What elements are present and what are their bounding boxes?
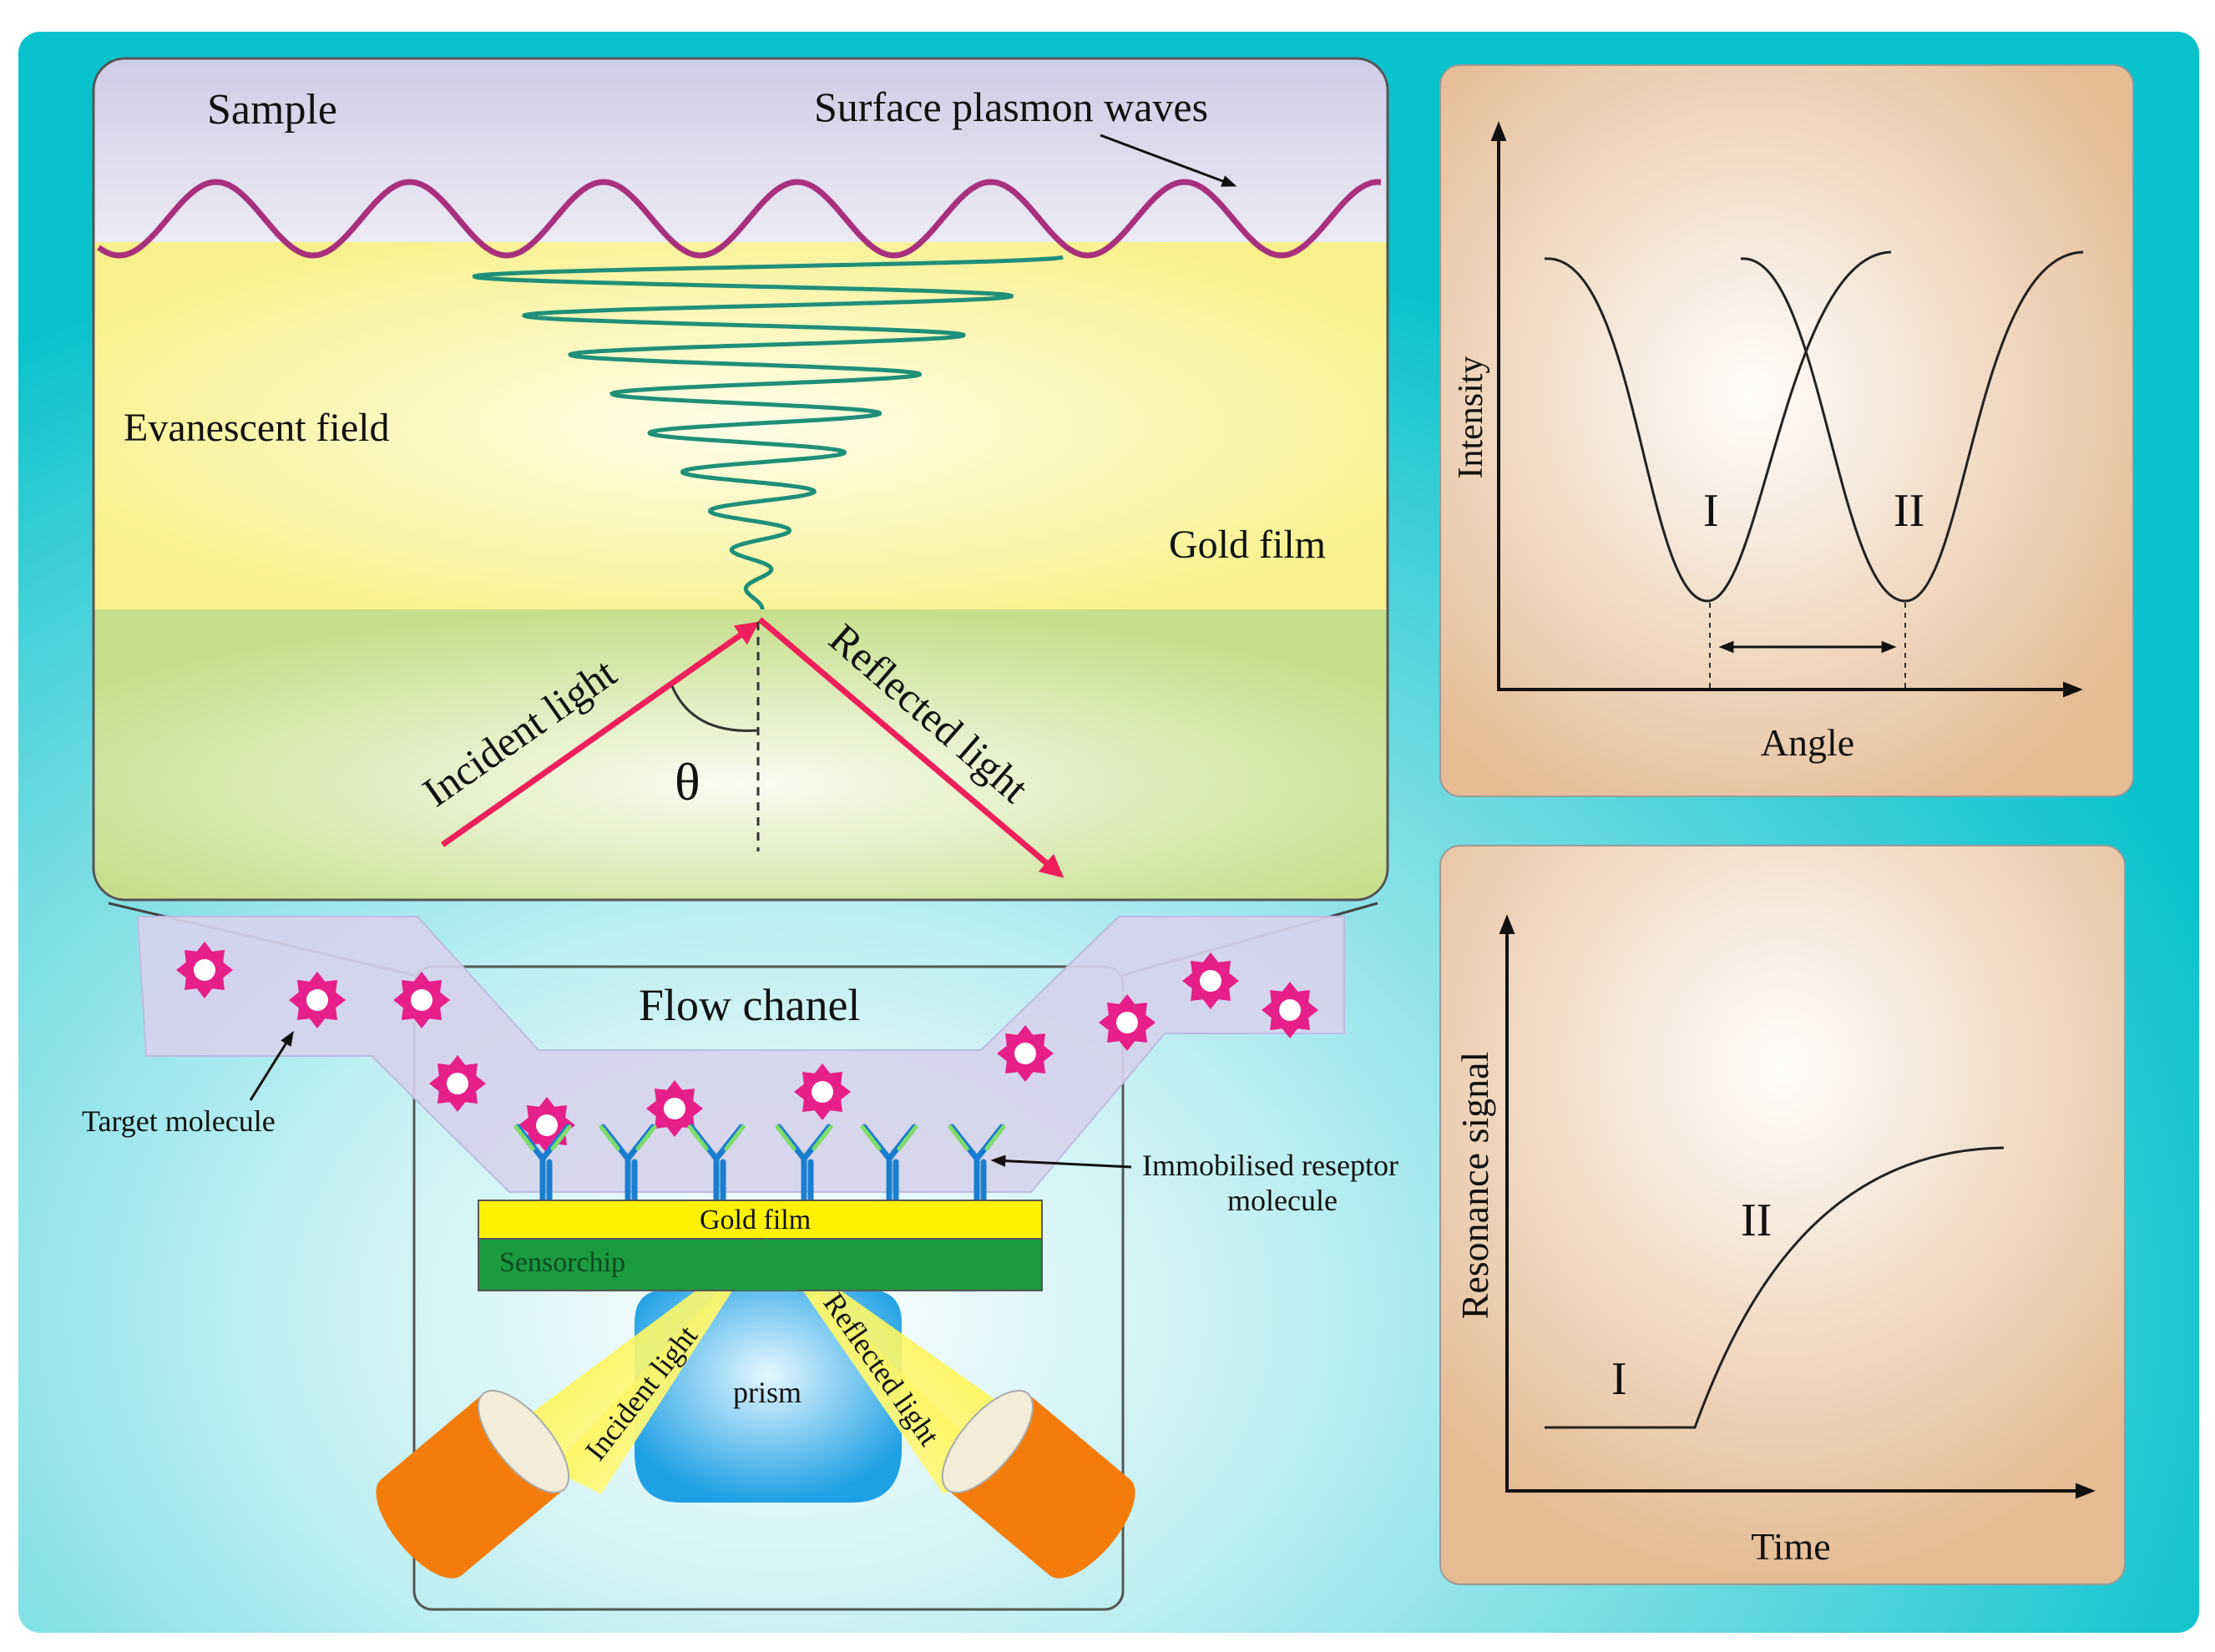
flow-channel-box [412, 965, 1125, 1611]
theta-arc [670, 685, 759, 732]
target-molecule [429, 1055, 486, 1112]
target-pointer-arrow [249, 1030, 294, 1101]
detector [941, 1389, 1135, 1579]
target-molecule [176, 942, 233, 998]
binding-curve [1545, 1146, 2005, 1429]
target-molecule [1182, 952, 1239, 1009]
receptor-molecules [513, 1124, 1006, 1204]
angle-plot-panel: I II Intensity Angle [1439, 64, 2134, 797]
target-molecule [1099, 994, 1156, 1051]
surface-plasmon-label: Surface plasmon waves [814, 83, 1208, 130]
receptor-molecule [513, 1124, 572, 1204]
receptor-label-line1: Immobilised reseptor [1142, 1149, 1398, 1182]
angle-plot-y-label: Intensity [1452, 356, 1490, 479]
sample-layer [94, 58, 1388, 242]
receptor-molecule [860, 1124, 918, 1204]
reflected-light-ray [757, 617, 1065, 878]
receptor-label-line2: molecule [1227, 1184, 1338, 1217]
prism-label: prism [733, 1376, 802, 1409]
receptor-pointer-arrow [990, 1154, 1132, 1169]
gold-film-strip-label: Gold film [700, 1205, 811, 1235]
reflected-beam [766, 1238, 994, 1494]
sample-label: Sample [207, 86, 337, 134]
receptor-molecule [687, 1124, 746, 1204]
time-plot-panel: I II Resonance signal Time [1439, 845, 2126, 1585]
incident-light-ray [440, 621, 760, 847]
evanescent-label: Evanescent field [124, 406, 390, 450]
angle-curve-2 [1740, 250, 2084, 603]
dip-label-2: II [1894, 485, 1924, 537]
target-molecule [794, 1063, 851, 1120]
zoom-panel: Sample Surface plasmon waves Evanescent … [92, 57, 1389, 902]
gold-film-label: Gold film [1169, 523, 1326, 567]
gold-film-strip [478, 1200, 1043, 1240]
time-plot-y-label: Resonance signal [1454, 1052, 1496, 1320]
angle-curve-1 [1544, 250, 1892, 603]
target-molecule [997, 1025, 1054, 1082]
prism [635, 1290, 902, 1503]
angle-plot-x-label: Angle [1761, 721, 1854, 764]
dip-label-1: I [1703, 485, 1719, 537]
target-molecule [393, 972, 450, 1028]
receptor-molecule [948, 1124, 1006, 1204]
glass-layer [94, 609, 1388, 900]
phase-label-1: I [1611, 1353, 1627, 1405]
target-molecules [176, 942, 1318, 1154]
target-molecule [289, 972, 346, 1028]
light-source [376, 1389, 570, 1579]
flow-channel-title: Flow chanel [639, 980, 860, 1030]
plasmon-pointer-arrow [1100, 134, 1237, 187]
target-molecule [1262, 982, 1318, 1038]
time-plot-x-label: Time [1751, 1525, 1830, 1568]
phase-label-2: II [1741, 1195, 1772, 1246]
receptor-molecule [775, 1124, 833, 1204]
evanescent-spiral [473, 255, 1064, 609]
target-molecule-label: Target molecule [82, 1104, 276, 1138]
surface-plasmon-wave [97, 179, 1382, 259]
receptor-molecule [599, 1124, 657, 1204]
theta-label: θ [675, 752, 700, 811]
sensorchip-label: Sensorchip [499, 1247, 625, 1278]
incident-beam [551, 1238, 766, 1494]
target-molecule [646, 1080, 703, 1137]
